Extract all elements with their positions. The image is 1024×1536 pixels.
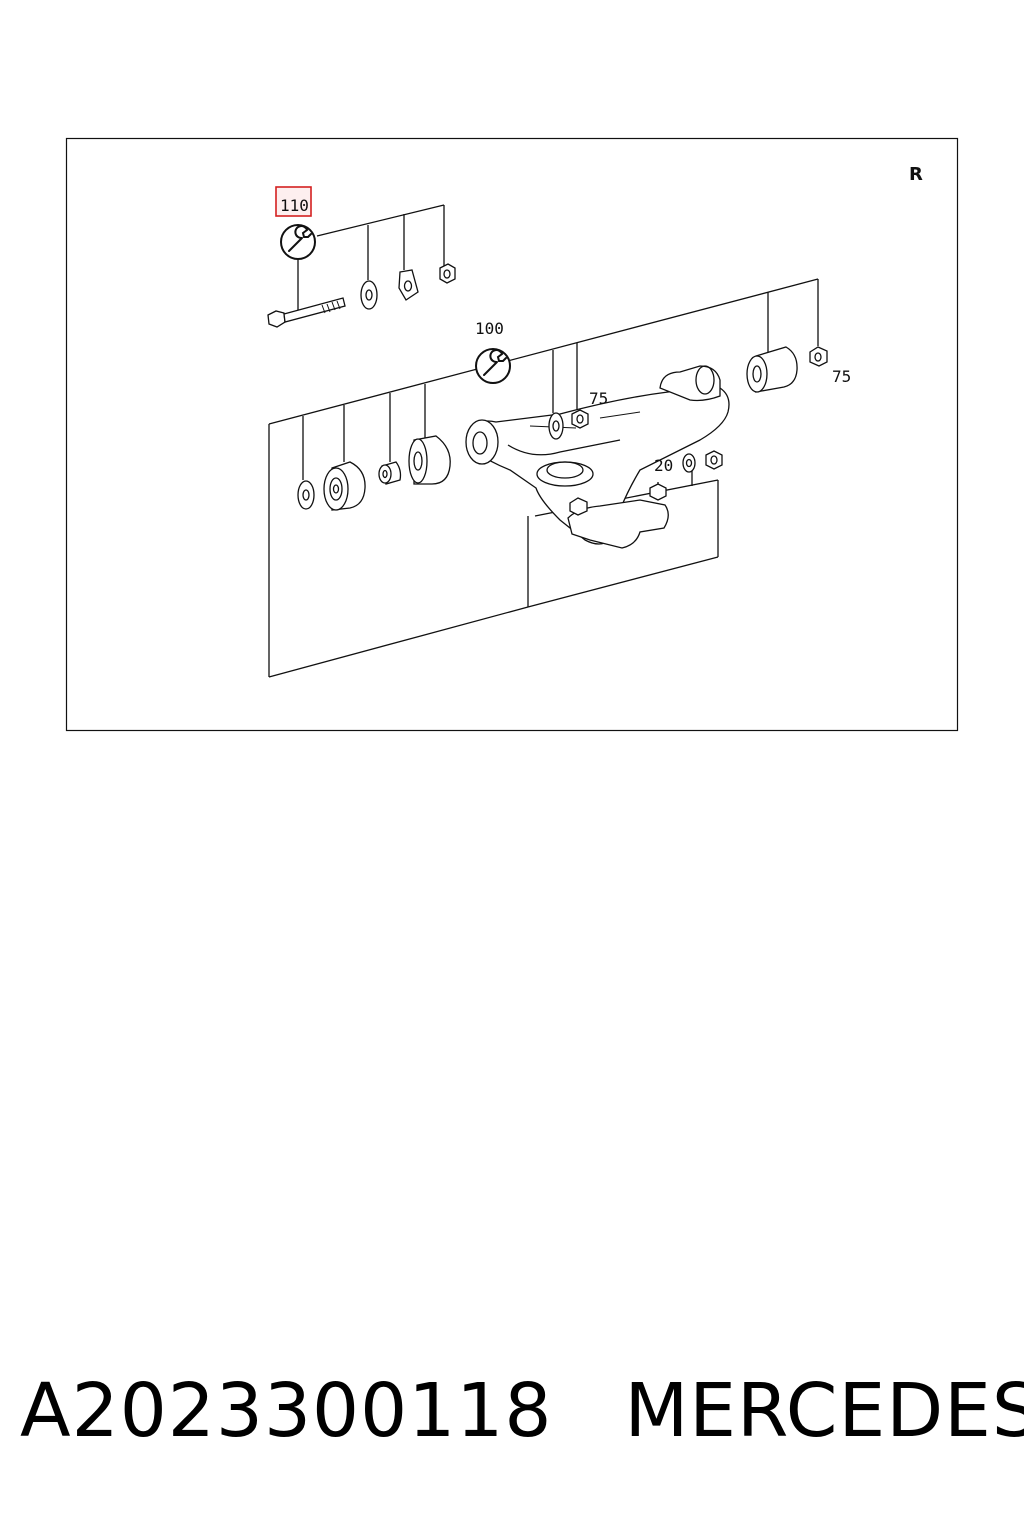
left-bushing-set bbox=[297, 435, 451, 511]
callout-20: 20 bbox=[654, 456, 673, 475]
lower-hardware bbox=[682, 450, 723, 473]
control-arm bbox=[465, 365, 730, 549]
mid-hardware bbox=[548, 409, 589, 440]
callout-75-right: 75 bbox=[832, 367, 851, 386]
callout-100: 100 bbox=[475, 319, 504, 338]
callout-75-mid: 75 bbox=[589, 389, 608, 408]
wrench-icon bbox=[280, 224, 316, 260]
top-hardware-group bbox=[267, 204, 456, 328]
right-bushing-set bbox=[746, 346, 828, 393]
part-caption: A2023300118 MERCEDES bbox=[20, 1368, 1024, 1454]
part-number: A2023300118 bbox=[20, 1368, 553, 1454]
brand-name: MERCEDES bbox=[624, 1368, 1024, 1454]
leader-lines bbox=[268, 278, 819, 678]
diagram-frame bbox=[65, 137, 959, 732]
parts-diagram: R 110 bbox=[65, 137, 959, 732]
corner-mark: R bbox=[909, 164, 923, 185]
wrench-icon-mid bbox=[475, 348, 511, 384]
callout-highlight bbox=[275, 186, 312, 217]
callout-110: 110 bbox=[280, 196, 309, 215]
